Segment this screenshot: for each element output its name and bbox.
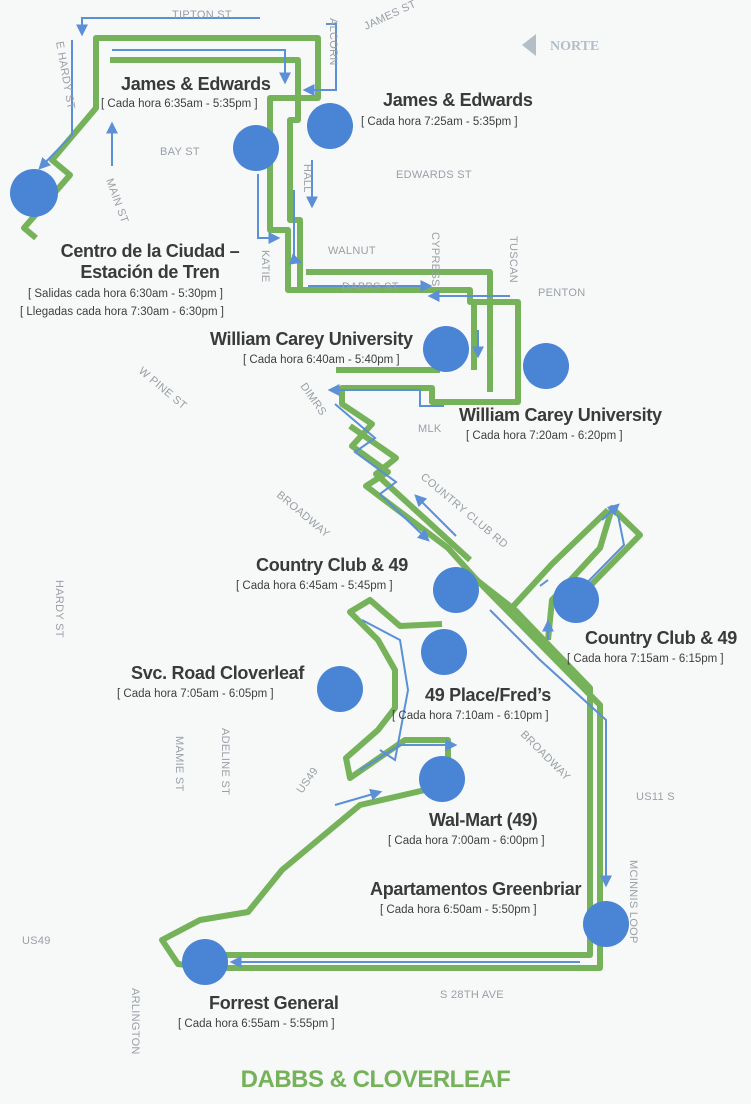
street-label: ARLINGTON — [129, 988, 141, 1055]
stop-schedule: [ Llegadas cada hora 7:30am - 6:30pm ] — [20, 306, 224, 318]
stop-dot-forrest-general — [182, 939, 228, 985]
street-label: WALNUT — [328, 245, 376, 257]
stop-name: Estación de Tren — [80, 262, 220, 282]
street-label: US11 S — [636, 791, 675, 803]
street-label: MAIN ST — [103, 177, 130, 225]
street-label: ADELINE ST — [219, 728, 231, 795]
street-label: CYPRESS — [429, 232, 441, 287]
stop-schedule: [ Cada hora 7:15am - 6:15pm ] — [567, 653, 724, 665]
street-label: EDWARDS ST — [396, 169, 472, 181]
stop-schedule: [ Cada hora 6:55am - 5:55pm ] — [178, 1018, 335, 1030]
stop-name: James & Edwards — [121, 74, 271, 94]
stop-schedule: [ Cada hora 6:35am - 5:35pm ] — [101, 98, 258, 110]
stop-name: Centro de la Ciudad – — [60, 241, 240, 261]
stop-name: James & Edwards — [383, 90, 533, 110]
stop-schedule: [ Cada hora 7:25am - 5:35pm ] — [361, 116, 518, 128]
street-label: TIPTON ST — [172, 9, 232, 21]
street-label: MLK — [418, 423, 442, 435]
stop-name: Wal-Mart (49) — [429, 810, 538, 830]
stop-schedule: [ Cada hora 6:50am - 5:50pm ] — [380, 904, 537, 916]
stop-name: Forrest General — [209, 993, 339, 1013]
stop-dot-walmart — [419, 756, 465, 802]
north-indicator: NORTE — [520, 32, 620, 58]
street-label: HALL — [301, 164, 313, 193]
stop-dot-greenbriar — [583, 901, 629, 947]
stop-name: William Carey University — [210, 329, 413, 349]
stop-schedule: [ Cada hora 6:40am - 5:40pm ] — [243, 354, 400, 366]
street-label: MAMIE ST — [173, 736, 185, 792]
stop-name: Svc. Road Cloverleaf — [131, 663, 305, 683]
stop-name: Apartamentos Greenbriar — [370, 879, 582, 899]
street-label: BROADWAY — [518, 729, 573, 784]
stop-dot-country-club-1 — [433, 567, 479, 613]
street-label: HARDY ST — [53, 580, 65, 638]
north-label: NORTE — [550, 39, 599, 54]
stop-schedule: [ Cada hora 7:05am - 6:05pm ] — [117, 688, 274, 700]
street-label: S 28TH AVE — [440, 989, 504, 1001]
street-label: BAY ST — [160, 146, 200, 158]
street-label: DIMRS — [298, 381, 329, 418]
stop-dot-james-edwards-1 — [233, 125, 279, 171]
stop-schedule: [ Cada hora 7:10am - 6:10pm ] — [392, 710, 549, 722]
stop-schedule: [ Cada hora 7:20am - 6:20pm ] — [466, 430, 623, 442]
street-label: MCINNIS LOOP — [627, 860, 639, 944]
stop-dot-country-club-2 — [553, 577, 599, 623]
stop-name: Country Club & 49 — [585, 628, 737, 648]
stop-name: Country Club & 49 — [256, 555, 408, 575]
stop-name: 49 Place/Fred’s — [425, 685, 551, 705]
stop-schedule: [ Salidas cada hora 6:30am - 5:30pm ] — [28, 288, 223, 300]
street-label: KATIE — [259, 250, 271, 282]
street-label: ALCORN — [327, 18, 339, 66]
stop-dot-centro — [10, 169, 58, 217]
stop-dot-49-place — [421, 629, 467, 675]
stop-schedule: [ Cada hora 6:45am - 5:45pm ] — [236, 580, 393, 592]
route-title: DABBS & CLOVERLEAF — [240, 1066, 511, 1093]
arrow-left-icon: NORTE — [522, 34, 599, 56]
stop-dot-wcu-1 — [423, 326, 469, 372]
stop-dot-james-edwards-2 — [307, 103, 353, 149]
route-line-green — [21, 35, 643, 971]
stop-schedule: [ Cada hora 7:00am - 6:00pm ] — [388, 835, 545, 847]
street-label: US49 — [295, 765, 321, 795]
street-label: US49 — [22, 935, 51, 947]
street-label: JAMES ST — [362, 0, 418, 33]
stop-name: William Carey University — [459, 405, 662, 425]
street-label: W PINE ST — [136, 365, 189, 412]
street-label: PENTON — [538, 287, 585, 299]
street-label: TUSCAN — [507, 236, 519, 283]
street-label: E HARDY ST — [53, 40, 77, 110]
stop-dot-cloverleaf — [317, 666, 363, 712]
street-label: BROADWAY — [274, 489, 332, 540]
stop-dot-wcu-2 — [523, 343, 569, 389]
street-label: DABBS ST — [342, 281, 399, 293]
